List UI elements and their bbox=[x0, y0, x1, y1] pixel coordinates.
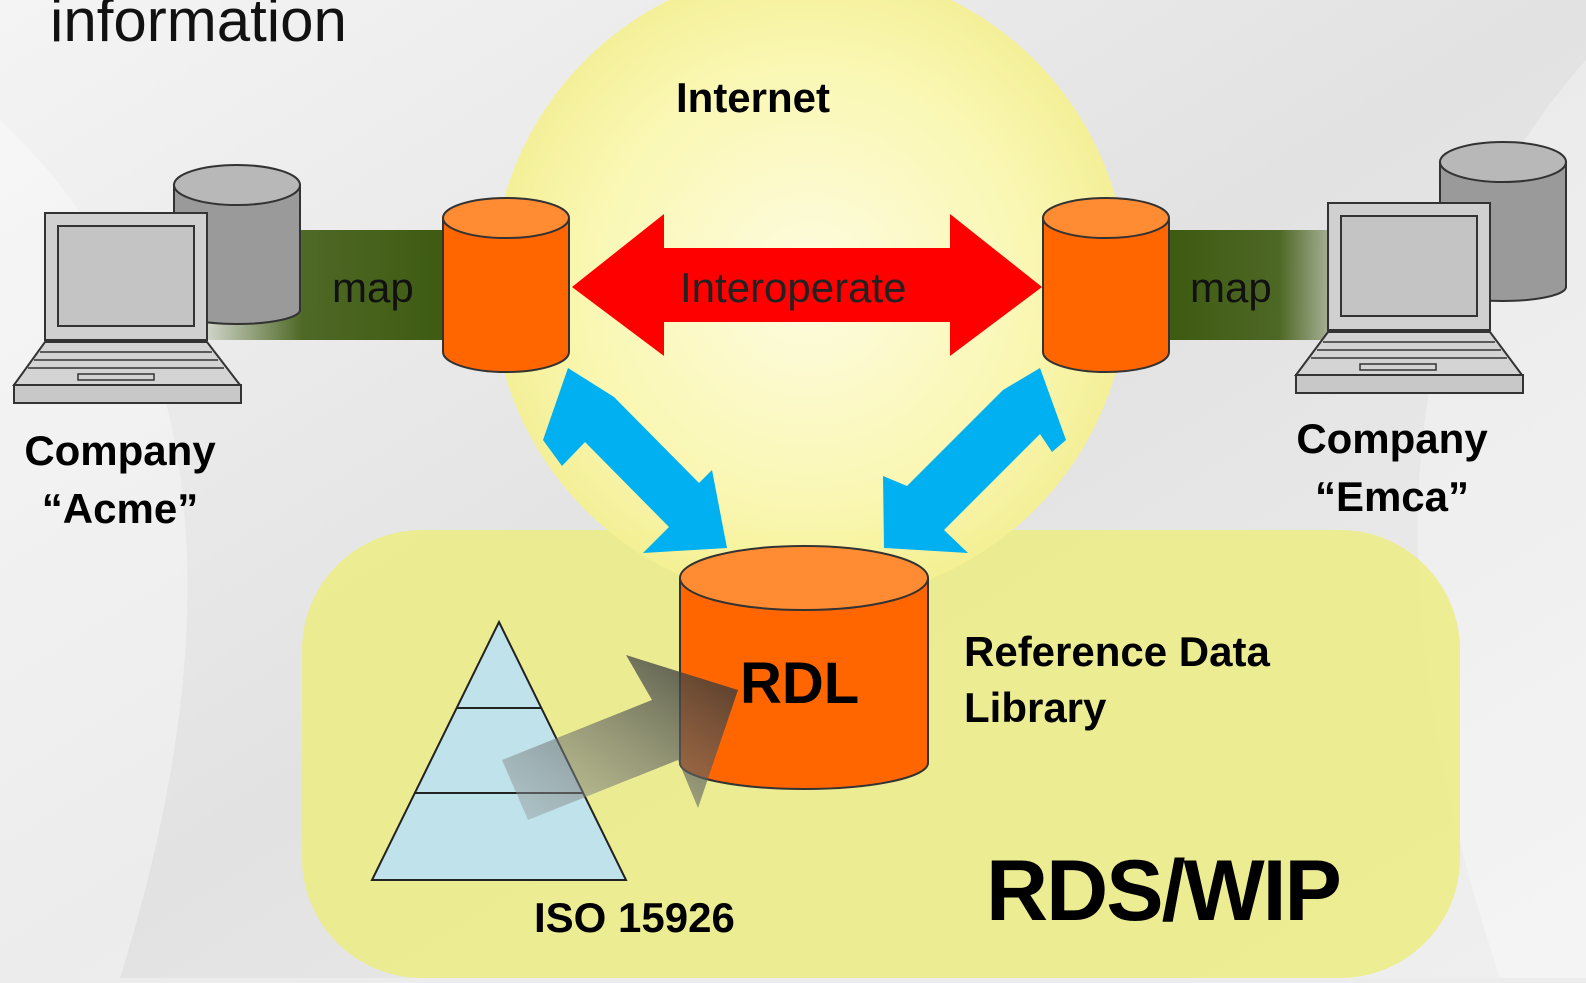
iso-label: ISO 15926 bbox=[534, 894, 735, 941]
left-orange-database bbox=[442, 197, 570, 373]
rdl-caption: Reference Data Library bbox=[964, 624, 1270, 736]
company-acme-label: Company “Acme” bbox=[0, 422, 240, 538]
company-emca-line1: Company bbox=[1296, 415, 1488, 462]
rdl-label: RDL bbox=[740, 651, 860, 716]
company-acme-line2: “Acme” bbox=[41, 485, 199, 532]
company-emca-line2: “Emca” bbox=[1314, 473, 1470, 520]
rds-wip-label: RDS/WIP bbox=[986, 843, 1342, 939]
interoperate-arrow bbox=[572, 214, 1042, 356]
right-map-label: map bbox=[1190, 264, 1272, 311]
right-laptop-icon bbox=[1294, 202, 1524, 394]
left-map-label: map bbox=[332, 264, 414, 311]
rdl-caption-line1: Reference Data bbox=[964, 628, 1270, 675]
company-acme-line1: Company bbox=[24, 427, 216, 474]
iso-to-rdl-arrow bbox=[502, 655, 738, 820]
slide-heading-fragment: information bbox=[50, 0, 347, 54]
internet-label: Internet bbox=[676, 74, 831, 121]
rdl-caption-line2: Library bbox=[964, 684, 1107, 731]
right-map-band bbox=[1165, 230, 1355, 340]
left-laptop-icon bbox=[12, 212, 243, 404]
company-emca-label: Company “Emca” bbox=[1272, 410, 1512, 526]
left-blue-arrow bbox=[543, 368, 727, 553]
right-orange-database bbox=[1042, 197, 1170, 373]
rdl-database bbox=[679, 545, 929, 790]
interoperate-label: Interoperate bbox=[680, 264, 907, 311]
right-blue-arrow bbox=[883, 368, 1066, 553]
